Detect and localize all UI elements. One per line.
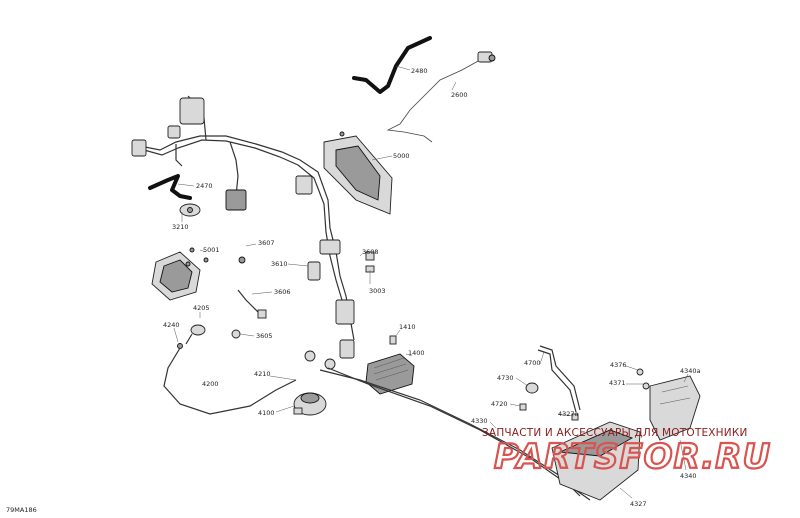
callout-2480[interactable]: 2480 xyxy=(411,67,428,75)
callout-2470[interactable]: 2470 xyxy=(196,182,213,190)
connector-4205[interactable] xyxy=(177,324,206,349)
callout-3605[interactable]: 3605 xyxy=(256,332,273,340)
callout-5001[interactable]: 5001 xyxy=(203,246,220,254)
main-wiring-harness[interactable] xyxy=(131,95,355,359)
callout-labels: 2480 2600 5000 2470 3210 5001 3607 3610 … xyxy=(163,67,701,508)
watermark: ЗАПЧАСТИ И АКСЕССУАРЫ ДЛЯ МОТОТЕХНИКИ PA… xyxy=(482,427,771,478)
module-5001[interactable] xyxy=(151,247,209,301)
callout-4240[interactable]: 4240 xyxy=(163,321,180,329)
strap-4700[interactable] xyxy=(537,345,581,413)
callout-3606[interactable]: 3606 xyxy=(274,288,291,296)
callout-3003[interactable]: 3003 xyxy=(369,287,386,295)
watermark-caption: ЗАПЧАСТИ И АКСЕССУАРЫ ДЛЯ МОТОТЕХНИКИ xyxy=(482,427,748,439)
callout-5000[interactable]: 5000 xyxy=(393,152,410,160)
callout-4340[interactable]: 4340 xyxy=(680,472,697,480)
callout-leaders xyxy=(173,65,689,499)
callout-4327[interactable]: 4327 xyxy=(630,500,647,508)
callout-4340a[interactable]: 4340a xyxy=(680,367,701,375)
battery-cable-4200[interactable] xyxy=(163,347,297,415)
callout-3608[interactable]: 3608 xyxy=(362,248,379,256)
drawing-code: 79MA186 xyxy=(6,506,37,514)
ground-cable-3606[interactable] xyxy=(231,256,267,339)
hose-2480[interactable] xyxy=(352,36,432,94)
callout-1410[interactable]: 1410 xyxy=(399,323,416,331)
bracket-3210[interactable] xyxy=(179,203,201,217)
callout-4205[interactable]: 4205 xyxy=(193,304,210,312)
battery-4327[interactable] xyxy=(551,421,641,501)
callout-3607[interactable]: 3607 xyxy=(258,239,275,247)
callout-4376[interactable]: 4376 xyxy=(610,361,627,369)
relay-3608[interactable] xyxy=(365,251,375,273)
callout-4720[interactable]: 4720 xyxy=(491,400,508,408)
callout-3610[interactable]: 3610 xyxy=(271,260,288,268)
callout-2600[interactable]: 2600 xyxy=(451,91,468,99)
callout-4327a[interactable]: 4327a xyxy=(558,410,579,418)
callout-4371[interactable]: 4371 xyxy=(609,379,626,387)
hardware-small-parts[interactable] xyxy=(519,368,650,421)
callout-4210[interactable]: 4210 xyxy=(254,370,271,378)
callout-4330[interactable]: 4330 xyxy=(471,417,488,425)
callout-4700[interactable]: 4700 xyxy=(524,359,541,367)
sensor-2600[interactable] xyxy=(386,51,496,143)
regulator-1400[interactable] xyxy=(304,335,415,395)
callout-4100[interactable]: 4100 xyxy=(258,409,275,417)
callout-3210[interactable]: 3210 xyxy=(172,223,189,231)
solenoid-4100[interactable] xyxy=(293,392,327,416)
watermark-logo: PARTSFOR.RU xyxy=(494,437,771,477)
callout-4200[interactable]: 4200 xyxy=(202,380,219,388)
ecm-5000[interactable] xyxy=(323,131,393,215)
hose-2470[interactable] xyxy=(148,174,192,200)
bracket-4340[interactable] xyxy=(649,375,701,441)
callout-4730[interactable]: 4730 xyxy=(497,374,514,382)
callout-1400[interactable]: 1400 xyxy=(408,349,425,357)
